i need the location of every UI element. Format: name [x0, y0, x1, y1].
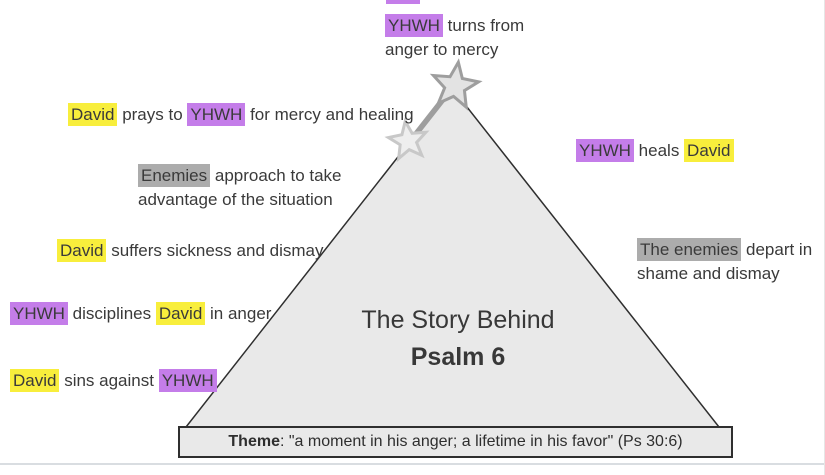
- highlight-purple: YHWH: [385, 14, 443, 37]
- label-text: prays to: [117, 105, 188, 124]
- label-text: disciplines: [67, 304, 156, 323]
- highlight-yellow: David: [155, 302, 206, 325]
- theme-bar: Theme: "a moment in his anger; a lifetim…: [178, 426, 733, 458]
- highlight-gray: The enemies: [637, 238, 742, 261]
- label-text: suffers sickness and dismay: [106, 241, 324, 260]
- label-david-suffers: David suffers sickness and dismay: [57, 239, 323, 263]
- highlight-yellow: David: [68, 103, 118, 126]
- diagram-title: The Story Behind Psalm 6: [308, 302, 608, 376]
- star-icon-small: [384, 117, 430, 163]
- label-text: sins against: [59, 371, 159, 390]
- label-text: in anger: [205, 304, 272, 323]
- label-text: turns from: [442, 16, 525, 35]
- bottom-divider: [0, 463, 825, 465]
- label-text: depart in: [741, 240, 813, 259]
- label-text: approach to take: [210, 166, 342, 185]
- label-enemies-depart: The enemies depart in shame and dismay: [637, 238, 812, 286]
- label-text: advantage of the situation: [138, 190, 333, 209]
- highlight-purple: YHWH: [576, 139, 634, 162]
- label-text: for mercy and healing: [245, 105, 414, 124]
- label-enemies-approach: Enemies approach to take advantage of the…: [138, 164, 342, 212]
- label-yhwh-heals: YHWH heals David: [576, 139, 734, 163]
- label-david-prays: David prays to YHWH for mercy and healin…: [68, 103, 414, 127]
- highlight-gray: Enemies: [138, 164, 211, 187]
- star-icon-large: [429, 58, 483, 111]
- highlight-yellow: David: [57, 239, 107, 262]
- label-text: shame and dismay: [637, 264, 780, 283]
- title-line1: The Story Behind: [361, 306, 555, 334]
- label-text: anger to mercy: [385, 40, 499, 59]
- label-yhwh-turns-from-anger: YHWH turns from anger to mercy: [385, 14, 524, 62]
- highlight-purple: YHWH: [158, 369, 217, 392]
- title-line2: Psalm 6: [410, 343, 506, 371]
- cropped-highlight-fragment: [386, 0, 420, 4]
- theme-text: : "a moment in his anger; a lifetime in …: [279, 433, 683, 450]
- highlight-purple: YHWH: [187, 103, 246, 126]
- highlight-yellow: David: [684, 139, 734, 162]
- theme-label: Theme: [228, 433, 280, 450]
- label-david-sins: David sins against YHWH: [10, 369, 217, 393]
- label-yhwh-disciplines: YHWH disciplines David in anger: [10, 302, 271, 326]
- highlight-purple: YHWH: [10, 302, 68, 325]
- label-text: heals: [633, 141, 685, 160]
- highlight-yellow: David: [10, 369, 60, 392]
